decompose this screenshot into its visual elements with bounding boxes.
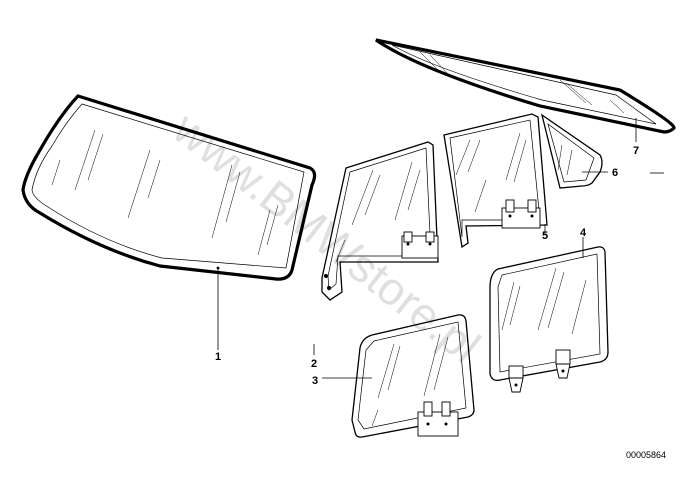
callout-7: 7 <box>633 145 639 157</box>
callout-4: 4 <box>580 227 587 239</box>
front-door-glass-right <box>443 113 548 249</box>
callout-6: 6 <box>612 167 618 179</box>
rear-glass-lower-bracket <box>508 349 571 393</box>
rear-door-glass-bracket <box>417 401 459 437</box>
callout-1: 1 <box>215 351 221 363</box>
rear-side-glass <box>489 246 609 393</box>
callout-5: 5 <box>542 230 548 242</box>
diagram-part-number: 00005864 <box>626 450 666 460</box>
front-door-glass-left <box>321 141 439 301</box>
window-regulator-bracket-right <box>501 199 541 229</box>
rear-door-glass <box>351 314 475 438</box>
callout-3: 3 <box>312 375 318 387</box>
rear-window-glass <box>375 38 676 134</box>
callout-2: 2 <box>311 358 317 370</box>
window-regulator-bracket-left <box>401 231 439 259</box>
quarter-glass <box>540 113 603 189</box>
callout-leaders <box>217 118 664 379</box>
